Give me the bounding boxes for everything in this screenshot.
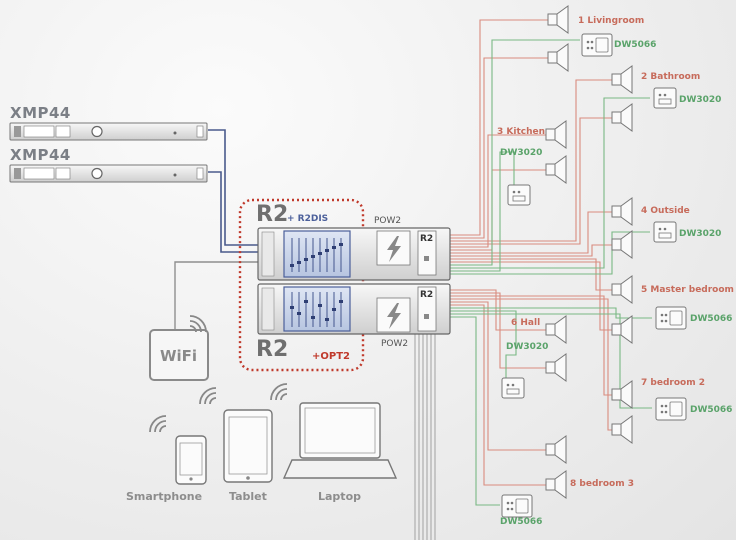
dw3020-panel-icon (653, 87, 677, 109)
wall-panels (501, 33, 687, 518)
wifi-signal-icon (149, 415, 167, 433)
speaker-icon (611, 230, 633, 259)
panel-model-label: DW5066 (500, 517, 543, 527)
speaker-icon (545, 435, 567, 464)
r2-unit-top (257, 227, 451, 281)
speaker-icon (545, 353, 567, 382)
laptop (270, 383, 398, 479)
speaker-icon (611, 65, 633, 94)
tablet (199, 387, 273, 483)
panel-model-label: DW3020 (679, 229, 722, 239)
smartphone (149, 415, 207, 485)
wifi-cable (174, 261, 258, 330)
zone-label: 2 Bathroom (641, 72, 701, 82)
r2-bottom-title: R2 (256, 337, 289, 362)
xmp44-source-2 (9, 164, 208, 183)
xmp44-source-1 (9, 122, 208, 141)
panel-model-label: DW3020 (500, 148, 543, 158)
dw3020-panel-icon (501, 377, 525, 399)
zone-label: 5 Master bedroom (641, 285, 734, 295)
r2-top-title: R2 (256, 202, 289, 227)
speaker-icon (611, 415, 633, 444)
opt2-addon-label: +OPT2 (312, 351, 350, 362)
r2-panel-tag: R2 (420, 234, 434, 244)
panel-model-label: DW5066 (690, 314, 733, 324)
source-label: XMP44 (10, 104, 71, 122)
zone-label: 4 Outside (641, 206, 690, 216)
zone-label: 8 bedroom 3 (570, 479, 634, 489)
smartphone-label: Smartphone (126, 490, 203, 503)
wifi-router (149, 315, 209, 381)
r2-panel-tag: R2 (420, 290, 434, 300)
speaker-icon (611, 197, 633, 226)
power-label: POW2 (381, 339, 409, 349)
wifi-signal-icon (270, 383, 288, 401)
zone-label: 3 Kitchen (497, 127, 546, 137)
speaker-icon (545, 155, 567, 184)
zone-label: 7 bedroom 2 (641, 378, 705, 388)
speaker-icon (545, 120, 567, 149)
laptop-label: Laptop (318, 490, 361, 503)
source-label: XMP44 (10, 146, 71, 164)
speaker-icon (611, 315, 633, 344)
speaker-icon (611, 275, 633, 304)
panel-model-label: DW3020 (506, 342, 549, 352)
r2dis-addon-label: + R2DIS (287, 214, 329, 224)
r2-unit-bottom (257, 283, 451, 335)
dw5066-panel-icon (655, 306, 687, 330)
dw5066-panel-icon (655, 397, 687, 421)
power-label: POW2 (374, 216, 402, 226)
source-cables (208, 129, 258, 253)
panel-model-label: DW5066 (690, 405, 733, 415)
speaker-icon (545, 315, 567, 344)
dw3020-panel-icon (507, 184, 531, 206)
panel-model-label: DW5066 (614, 40, 657, 50)
dw5066-panel-icon (501, 494, 533, 518)
speaker-icon (611, 103, 633, 132)
speaker-icon (545, 470, 567, 499)
dw5066-panel-icon (581, 33, 613, 57)
wifi-signal-icon (199, 387, 217, 405)
zone-label: 6 Hall (511, 318, 541, 328)
dw3020-panel-icon (653, 221, 677, 243)
tablet-label: Tablet (229, 490, 267, 503)
panel-model-label: DW3020 (679, 95, 722, 105)
speaker-icon (611, 380, 633, 409)
wifi-label: WiFi (160, 347, 198, 365)
speaker-wiring (414, 19, 652, 540)
zone-label: 1 Livingroom (578, 16, 645, 26)
speaker-icon (547, 43, 569, 72)
speaker-icon (547, 5, 569, 34)
